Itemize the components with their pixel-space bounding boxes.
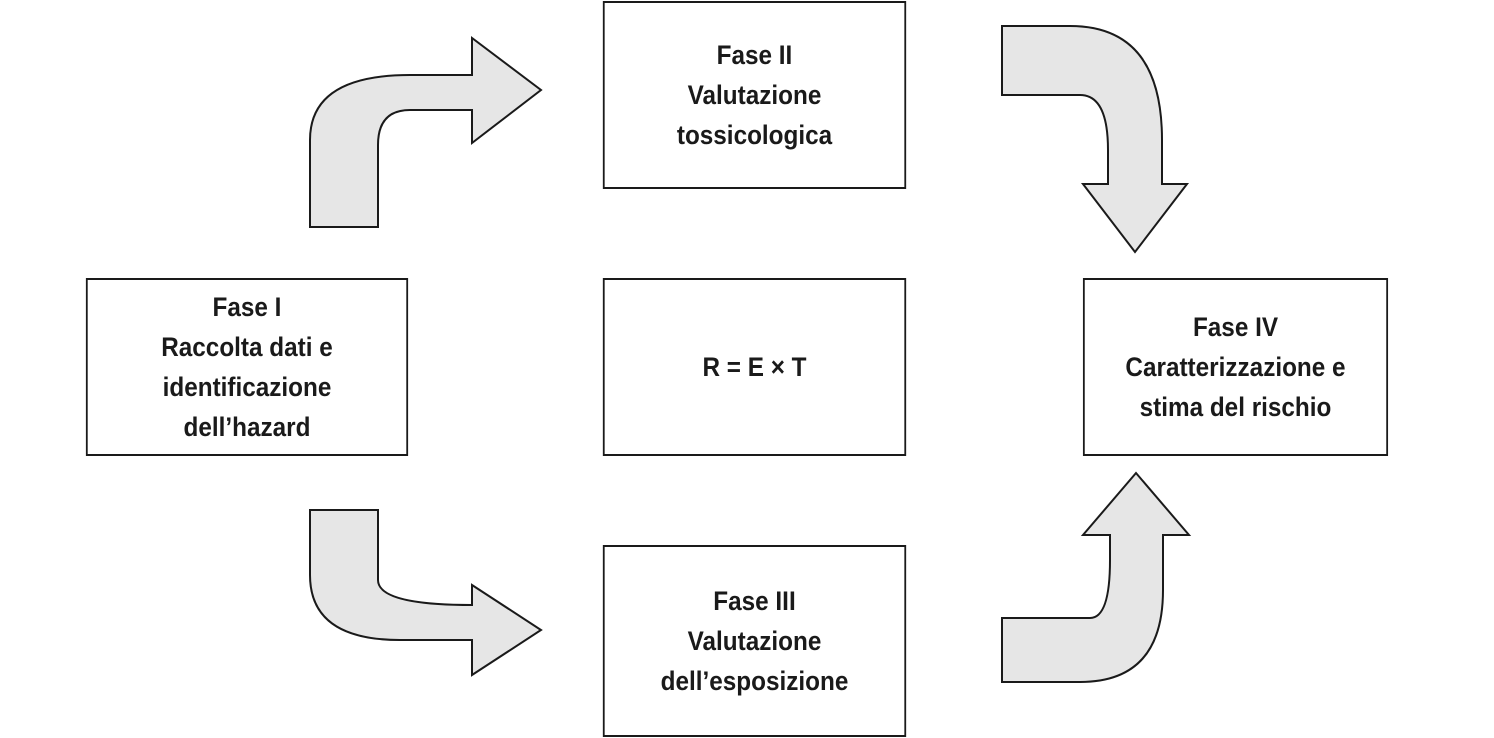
phase-3-line-1: Valutazione (687, 626, 822, 656)
phase-4-line-2: stima del rischio (1139, 392, 1332, 422)
phase-4-line-1: Caratterizzazione e (1125, 352, 1346, 382)
phase-2-title: Fase II (716, 40, 793, 70)
arrow-phase1-to-phase2 (309, 35, 543, 228)
risk-formula: R = E × T (702, 352, 807, 382)
phase-1-box: Fase I Raccolta dati e identificazione d… (85, 278, 409, 456)
formula-box: R = E × T (602, 278, 907, 456)
phase-4-title: Fase IV (1192, 312, 1279, 342)
phase-2-line-1: Valutazione (687, 80, 822, 110)
arrow-phase2-to-phase4 (1001, 25, 1190, 254)
phase-4-box: Fase IV Caratterizzazione e stima del ri… (1082, 278, 1389, 456)
phase-1-title: Fase I (212, 292, 282, 322)
phase-3-title: Fase III (713, 586, 796, 616)
phase-1-line-2: identificazione (162, 372, 332, 402)
phase-2-line-2: tossicologica (676, 120, 833, 150)
arrow-phase3-to-phase4 (1001, 471, 1192, 683)
phase-1-line-1: Raccolta dati e (161, 332, 333, 362)
arrow-phase1-to-phase3 (309, 509, 543, 677)
phase-1-line-3: dell’hazard (183, 412, 311, 442)
phase-2-box: Fase II Valutazione tossicologica (602, 1, 907, 189)
phase-3-box: Fase III Valutazione dell’esposizione (602, 545, 907, 737)
phase-3-line-2: dell’esposizione (660, 666, 849, 696)
